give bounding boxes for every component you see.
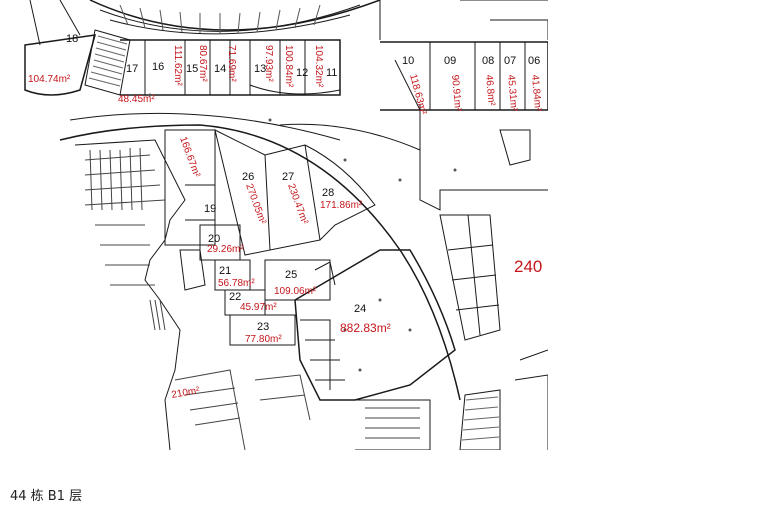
unit-number-23: 23 — [257, 321, 269, 333]
unit-area-16: 111.62m² — [172, 45, 183, 86]
unit-area-09: 90.91m² — [449, 74, 463, 112]
unit-number-18: 18 — [66, 33, 78, 45]
unit-area-07: 45.31m² — [505, 74, 519, 112]
unit-area-26: 270.05m² — [243, 182, 268, 226]
unit-number-07: 07 — [504, 55, 516, 67]
left-area-label: 210m² — [171, 385, 201, 401]
unit-area-28: 171.86m² — [320, 200, 363, 211]
unit-number-22: 22 — [229, 291, 241, 303]
unit-area-21: 56.78m² — [218, 278, 255, 289]
unit-number-24: 24 — [354, 303, 366, 315]
unit-number-12: 12 — [296, 67, 308, 79]
unit-area-17: 48.45m² — [118, 94, 155, 105]
unit-area-22: 45.97m² — [240, 302, 277, 313]
unit-number-11: 11 — [326, 67, 337, 79]
unit-number-26: 26 — [242, 171, 254, 183]
unit-area-20: 29.26m² — [207, 244, 244, 255]
unit-number-20: 20 — [208, 233, 220, 245]
unit-area-18: 104.74m² — [28, 74, 71, 85]
unit-area-25: 109.06m² — [274, 286, 317, 297]
unit-number-13: 13 — [254, 63, 266, 75]
unit-area-14: 71.69m² — [226, 45, 237, 82]
unit-number-27: 27 — [282, 171, 294, 183]
unit-number-28: 28 — [322, 187, 334, 199]
unit-number-17: 17 — [126, 63, 138, 75]
right-area-label: 240 — [514, 257, 542, 276]
unit-number-19: 19 — [204, 203, 216, 215]
unit-area-19: 166.67m² — [177, 135, 202, 179]
unit-number-08: 08 — [482, 55, 494, 67]
unit-number-16: 16 — [152, 61, 164, 73]
unit-number-06: 06 — [528, 55, 540, 67]
unit-number-15: 15 — [186, 63, 198, 75]
unit-number-14: 14 — [214, 63, 226, 75]
unit-area-06: 41.84m² — [529, 74, 543, 112]
unit-area-08: 46.8m² — [483, 74, 497, 107]
unit-area-12: 100.84m² — [283, 45, 294, 88]
unit-number-21: 21 — [219, 265, 231, 277]
unit-area-11: 104.32m² — [313, 45, 324, 88]
unit-area-13: 97.93m² — [263, 45, 274, 82]
unit-area-24: 882.83m² — [340, 321, 391, 335]
floor-caption: 44 栋 B1 层 — [10, 489, 83, 504]
unit-area-27: 230.47m² — [285, 182, 310, 226]
unit-area-23: 77.80m² — [245, 334, 282, 345]
unit-area-15: 80.67m² — [197, 45, 208, 82]
unit-number-25: 25 — [285, 269, 297, 281]
unit-number-10: 10 — [402, 55, 414, 67]
unit-number-09: 09 — [444, 55, 456, 67]
